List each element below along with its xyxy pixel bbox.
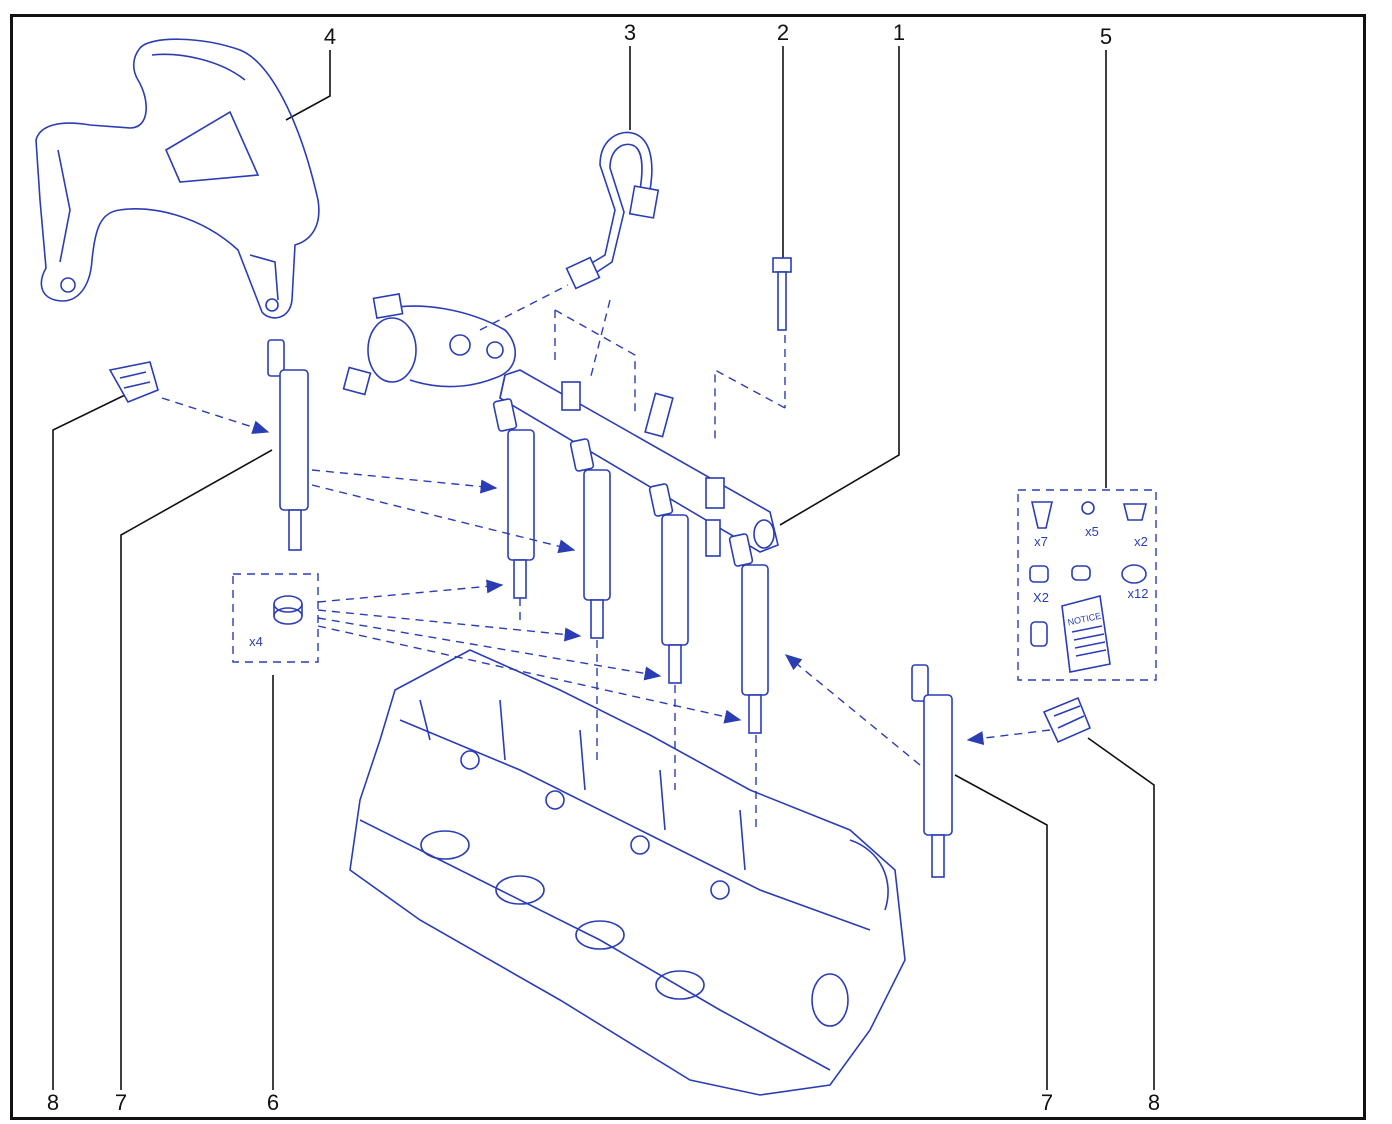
callout-8-left: 8: [47, 1090, 59, 1115]
callout-6: 6: [267, 1090, 279, 1115]
kit-qty-x7: x7: [1034, 534, 1048, 549]
callout-1: 1: [893, 20, 905, 45]
fuel-pipe-part-3: [565, 131, 660, 290]
kit-qty-x2: x2: [1134, 534, 1148, 549]
rail-injector-3: [648, 483, 689, 684]
assembly-dashed-lines: [161, 284, 1051, 830]
injector-right-part-7: [911, 664, 953, 878]
clip-left-part-8: [108, 361, 159, 404]
rail-injector-2: [569, 438, 611, 639]
callout-8-right: 8: [1148, 1090, 1160, 1115]
kit-qty-X2: X2: [1033, 590, 1049, 605]
diagram-frame: [10, 14, 1366, 1120]
injector-left-part-7: [267, 339, 309, 551]
callout-3: 3: [624, 20, 636, 45]
service-kit-part-5: x7 x5 x2 X2 x12 NOTICE: [1017, 489, 1157, 681]
fuel-rail-part-1: [499, 369, 779, 557]
kit-qty-x5: x5: [1085, 524, 1099, 539]
callout-5: 5: [1100, 24, 1112, 49]
callout-7-left: 7: [115, 1090, 127, 1115]
callout-7-right: 7: [1041, 1090, 1053, 1115]
bolt-part-2: [772, 257, 792, 331]
cylinder-head: [349, 649, 906, 1096]
bracket-part-4: [35, 38, 320, 319]
seal-kit-part-6: x4: [232, 573, 319, 663]
rail-injector-1: [492, 398, 535, 599]
callout-4: 4: [324, 24, 336, 49]
rail-injectors: [492, 398, 769, 734]
rail-injector-4: [728, 533, 769, 734]
leader-lines: [52, 46, 1155, 1090]
kit-qty-x12: x12: [1128, 586, 1149, 601]
seal-kit-qty: x4: [249, 634, 263, 649]
fuel-pump: [342, 292, 517, 396]
callout-2: 2: [777, 20, 789, 45]
clip-right-part-8: [1042, 696, 1092, 744]
